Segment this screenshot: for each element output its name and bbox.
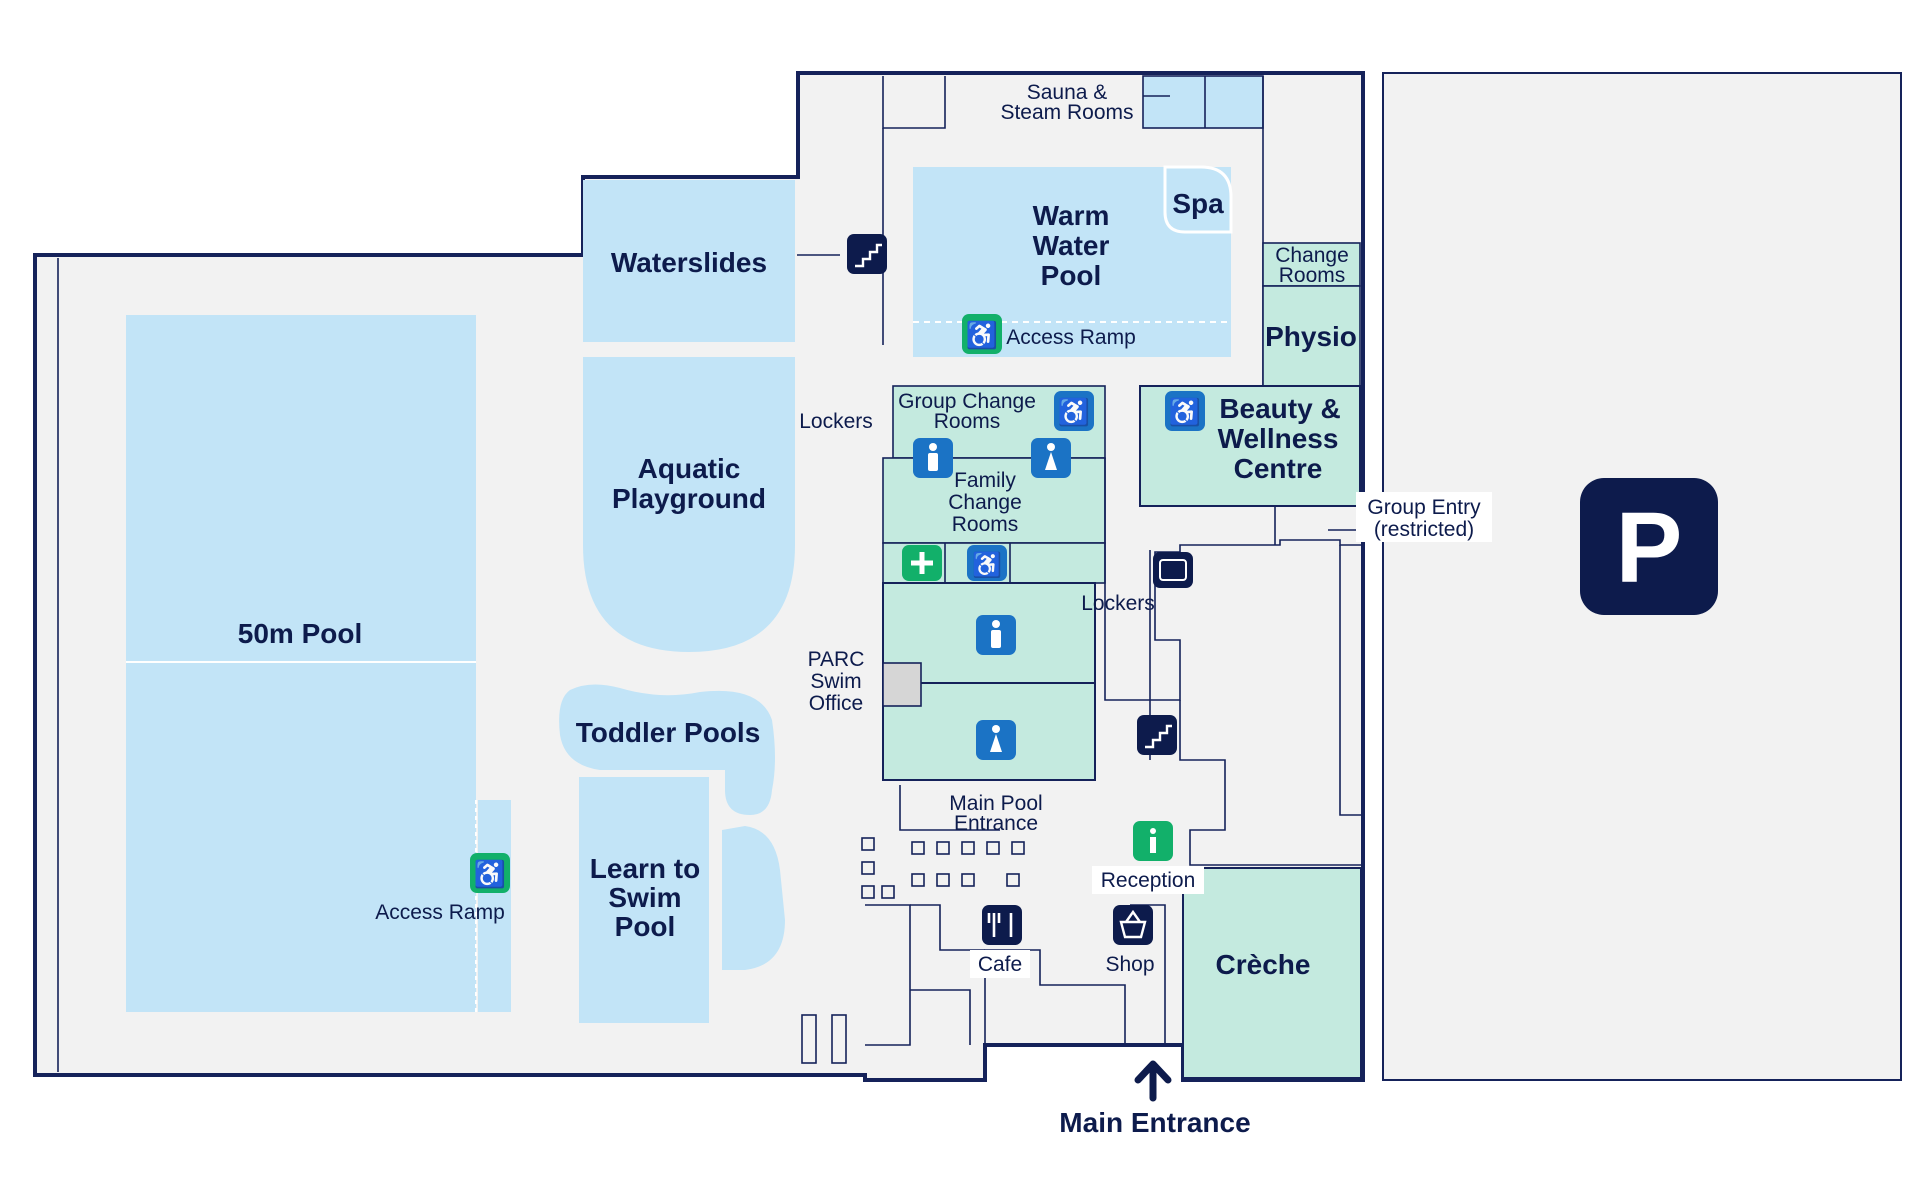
pool-50m[interactable]: 50m Pool bbox=[126, 315, 511, 1012]
main-pool-entrance-line-2: Entrance bbox=[954, 812, 1038, 835]
sauna-line-1: Sauna & bbox=[1027, 81, 1108, 104]
change-rooms-line-1: Change bbox=[1275, 244, 1349, 267]
warm-water-line-2: Water bbox=[1033, 230, 1110, 261]
learn-to-swim-pool[interactable]: Learn to Swim Pool bbox=[579, 777, 709, 1023]
learn-to-swim-line-3: Pool bbox=[615, 911, 676, 942]
lockers-lower-label: Lockers bbox=[1081, 592, 1155, 615]
female-icon bbox=[976, 720, 1016, 760]
sauna-line-2: Steam Rooms bbox=[1000, 101, 1133, 124]
parking-label: P bbox=[1616, 492, 1683, 604]
cafe-bg bbox=[970, 950, 1030, 978]
interior-walls bbox=[797, 76, 1361, 387]
toddler-pools-label: Toddler Pools bbox=[576, 717, 761, 748]
svg-text:♿: ♿ bbox=[972, 551, 1002, 579]
svg-text:♿: ♿ bbox=[1169, 397, 1201, 427]
reception-label[interactable]: Reception bbox=[1101, 869, 1196, 892]
beauty-line-2: Wellness bbox=[1218, 423, 1339, 454]
parc-swim-office-room[interactable] bbox=[882, 662, 922, 707]
learn-to-swim-line-1: Learn to bbox=[590, 853, 700, 884]
cafe-icon bbox=[982, 905, 1022, 945]
group-entry-bg bbox=[1356, 492, 1492, 542]
creche[interactable]: Crèche bbox=[1182, 867, 1362, 1079]
learn-to-swim-line-2: Swim bbox=[608, 882, 681, 913]
group-entry-line-2: (restricted) bbox=[1374, 518, 1474, 541]
toddler-pools[interactable]: Toddler Pools bbox=[559, 684, 785, 970]
parc-office-line-3: Office bbox=[809, 692, 863, 715]
accessible-icon-beauty: ♿ bbox=[1165, 391, 1205, 431]
access-ramp-warm-label: Access Ramp bbox=[1006, 326, 1136, 349]
aquatic-playground-line-2: Playground bbox=[612, 483, 766, 514]
change-rooms-line-2: Rooms bbox=[1279, 264, 1346, 287]
parc-office-line-2: Swim bbox=[810, 670, 861, 693]
shop-basket-icon bbox=[1113, 905, 1153, 945]
stairs-icon bbox=[847, 234, 887, 274]
cafe-label[interactable]: Cafe bbox=[978, 953, 1022, 976]
accessible-icon-family: ♿ bbox=[967, 545, 1007, 581]
lockers-upper-label: Lockers bbox=[799, 410, 873, 433]
spa-label: Spa bbox=[1172, 188, 1224, 219]
first-aid-icon bbox=[902, 545, 942, 581]
lift-icon bbox=[1153, 552, 1193, 588]
stairs-icon-lower bbox=[1137, 715, 1177, 755]
female-icon-group bbox=[1031, 438, 1071, 478]
parking-icon bbox=[1580, 478, 1718, 615]
creche-label: Crèche bbox=[1216, 949, 1311, 980]
physio-label[interactable]: Physio bbox=[1265, 321, 1357, 352]
accessible-icon-50m: ♿ bbox=[470, 853, 510, 893]
family-change-line-2: Change bbox=[948, 491, 1022, 514]
family-change-line-1: Family bbox=[954, 469, 1016, 492]
beauty-line-1: Beauty & bbox=[1219, 393, 1340, 424]
svg-text:♿: ♿ bbox=[966, 320, 998, 350]
cafe-seating bbox=[801, 837, 1025, 1064]
accessible-icon-warm-pool: ♿ bbox=[962, 314, 1002, 354]
car-park: P bbox=[1382, 72, 1902, 1081]
information-icon bbox=[1133, 821, 1173, 861]
main-entrance-label[interactable]: Main Entrance bbox=[1059, 1107, 1250, 1138]
aquatic-playground[interactable]: Aquatic Playground bbox=[583, 357, 795, 652]
waterslides[interactable]: Waterslides bbox=[583, 180, 795, 342]
sauna-steam-rooms[interactable]: Sauna & Steam Rooms bbox=[1000, 75, 1264, 129]
warm-water-line-1: Warm bbox=[1033, 200, 1110, 231]
svg-text:♿: ♿ bbox=[1058, 397, 1090, 427]
male-icon-group bbox=[913, 438, 953, 478]
group-change-line-1: Group Change bbox=[898, 390, 1036, 413]
accessible-icon-group-change: ♿ bbox=[1054, 391, 1094, 431]
pool-50m-label: 50m Pool bbox=[238, 618, 362, 649]
group-entry-line-1[interactable]: Group Entry bbox=[1367, 496, 1481, 519]
parc-office-line-1: PARC bbox=[808, 648, 865, 671]
beauty-line-3: Centre bbox=[1234, 453, 1323, 484]
group-change-line-2: Rooms bbox=[934, 410, 1001, 433]
access-ramp-50m-label: Access Ramp bbox=[375, 901, 505, 924]
reception-bg bbox=[1092, 866, 1204, 894]
main-entrance-arrow-icon bbox=[1134, 1060, 1172, 1102]
aquatic-playground-line-1: Aquatic bbox=[638, 453, 741, 484]
male-icon bbox=[976, 615, 1016, 655]
warm-water-line-3: Pool bbox=[1041, 260, 1102, 291]
svg-text:♿: ♿ bbox=[474, 859, 506, 889]
main-pool-entrance-line-1[interactable]: Main Pool bbox=[949, 792, 1042, 815]
shop-label[interactable]: Shop bbox=[1105, 953, 1154, 976]
waterslides-label: Waterslides bbox=[611, 247, 767, 278]
family-change-line-3: Rooms bbox=[952, 513, 1019, 536]
